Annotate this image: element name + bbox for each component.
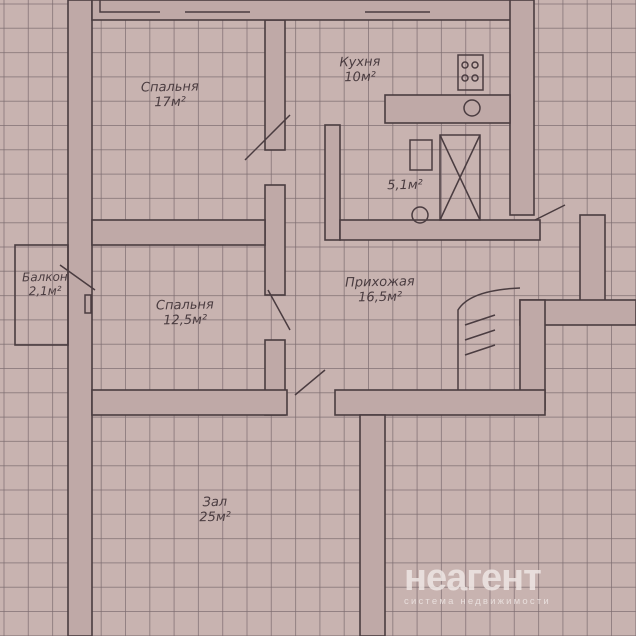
room-area: 17м² (154, 94, 187, 111)
room-label-bedroom-12: Спальня 12,5м² (135, 297, 236, 329)
room-label-bathroom: 5,1м² (380, 178, 430, 194)
wall-hall-top (91, 219, 266, 246)
basin (411, 206, 429, 224)
wall-hall-bottom (334, 389, 546, 416)
details (59, 0, 566, 396)
wall-top-bedroom-right-lower (264, 184, 286, 296)
room-label-living-room: Зал 25м² (180, 494, 251, 525)
watermark-tagline: система недвижимости (404, 596, 551, 607)
door-swing (267, 289, 291, 331)
room-name: Балкон (21, 269, 68, 285)
room-name: Спальня (155, 297, 214, 314)
watermark-brand: неагент (404, 557, 542, 599)
room-label-bedroom-17: Спальня 17м² (130, 79, 211, 110)
toilet (409, 139, 433, 171)
walls (14, 0, 636, 636)
room-area: 5,1м² (387, 177, 423, 194)
wall-right-mid (579, 214, 606, 306)
wall-top (91, 0, 513, 21)
room-area: 16,5м² (358, 289, 403, 306)
room-area: 2,1м² (28, 283, 62, 299)
room-area: 12,5м² (163, 312, 208, 329)
room-label-balcony: Балкон 2,1м² (20, 270, 70, 299)
room-name: Спальня (140, 79, 199, 96)
wall-zal-right (359, 414, 386, 636)
wall-right-top (509, 0, 535, 216)
door-swing (534, 204, 566, 221)
room-area: 25м² (199, 509, 232, 526)
room-name: Зал (202, 494, 228, 511)
sink (463, 99, 481, 117)
stove (457, 54, 484, 91)
door-swing (294, 369, 326, 396)
room-label-hallway: Прихожая 16,5м² (320, 274, 441, 306)
door-swing (59, 264, 96, 291)
wall-left-outer (67, 0, 93, 636)
shower (439, 134, 481, 221)
watermark: неагент система недвижимости (404, 557, 551, 607)
radiator (84, 294, 92, 314)
wall-bath-left (324, 124, 341, 241)
room-label-kitchen: Кухня 10м² (325, 54, 396, 86)
room-area: 10м² (344, 69, 377, 86)
door-swing (244, 114, 291, 161)
room-name: Кухня (339, 54, 381, 71)
staircase (457, 287, 521, 390)
wall-bedroom2-bottom (91, 389, 288, 416)
balcony-wall (14, 244, 69, 346)
window-top (99, 0, 430, 13)
wall-kitchen-bottom (384, 94, 511, 124)
wall-bath-bottom (339, 219, 541, 241)
